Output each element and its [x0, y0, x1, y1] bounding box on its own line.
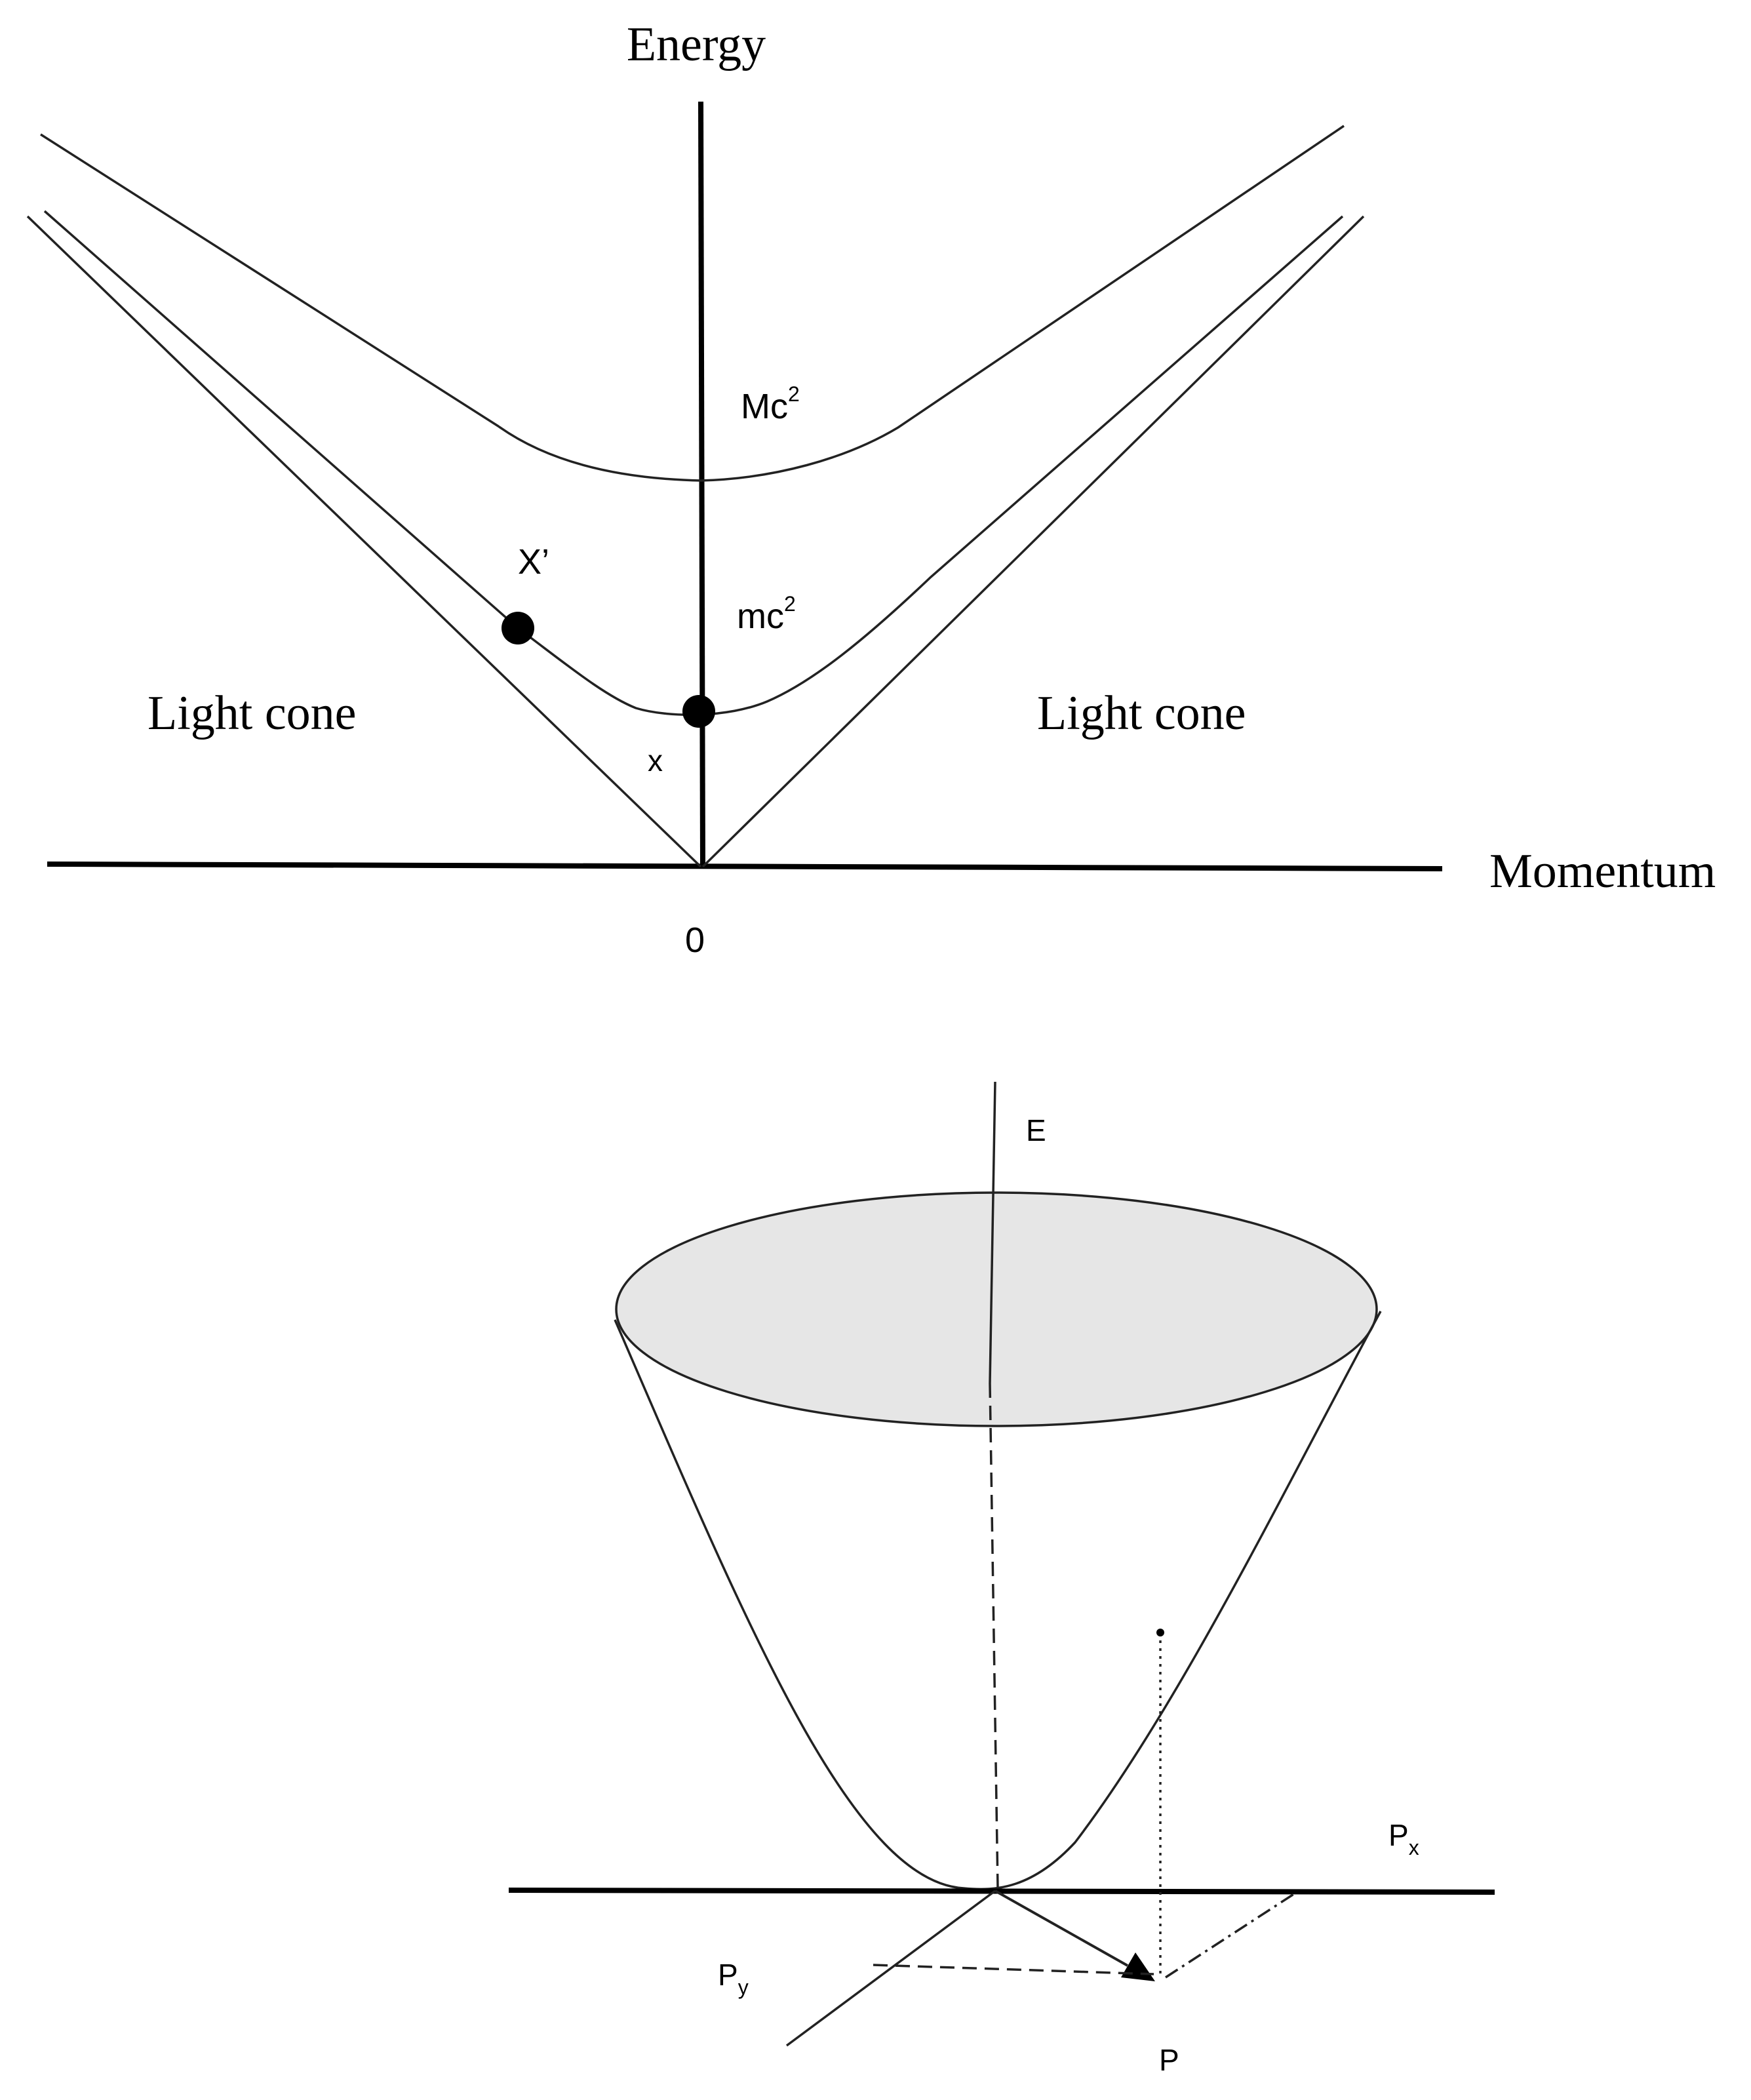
energy-axis	[698, 101, 705, 867]
px-axis	[508, 1888, 1495, 1895]
point-x-label: x	[648, 743, 663, 778]
lower-curve-label: mc2	[737, 592, 796, 636]
bottom-diagram: E Px Py P	[508, 1081, 1495, 2077]
e-axis-solid	[989, 1081, 996, 1384]
light-cone-left	[26, 215, 702, 868]
e-axis-dashed	[989, 1383, 999, 1889]
px-axis-label: Px	[1388, 1818, 1419, 1859]
py-axis	[785, 1890, 996, 2047]
mass-M-hyperbola	[40, 125, 1345, 482]
point-x	[682, 695, 715, 728]
px-projection	[1165, 1892, 1295, 1979]
mass-m-hyperbola	[43, 210, 1344, 716]
surface-point	[1156, 1629, 1164, 1636]
upper-curve-label: Mc2	[741, 382, 800, 426]
point-x-prime	[502, 612, 534, 644]
momentum-axis	[47, 862, 1443, 871]
energy-axis-label: Energy	[627, 18, 766, 71]
light-cone-right	[701, 215, 1365, 868]
e-axis-label: E	[1026, 1113, 1046, 1147]
origin-label: 0	[685, 921, 705, 960]
left-light-cone-label: Light cone	[148, 686, 357, 740]
paraboloid-profile	[614, 1311, 1382, 1891]
top-diagram: Energy Momentum 0 Mc2 mc2 Light cone Lig…	[26, 18, 1716, 960]
vector-label: P	[1159, 2043, 1179, 2077]
momentum-axis-label: Momentum	[1489, 844, 1716, 898]
point-x-prime-label: X’	[518, 542, 549, 582]
py-axis-label: Py	[718, 1958, 749, 1999]
right-light-cone-label: Light cone	[1037, 686, 1246, 740]
paraboloid-top-surface	[615, 1191, 1378, 1427]
momentum-vector	[994, 1890, 1128, 1967]
py-projection	[873, 1964, 1154, 1975]
momentum-vector-arrowhead	[1121, 1952, 1155, 1981]
